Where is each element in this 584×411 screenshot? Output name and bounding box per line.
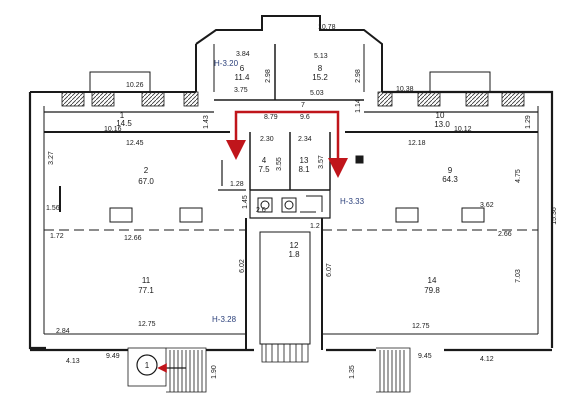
wc-fixtures bbox=[257, 195, 323, 213]
level-top-left: Н-3.20 bbox=[214, 59, 239, 68]
dimension-labels: 10.78 3.84 5.13 2.98 2.98 3.75 5.03 10.2… bbox=[46, 24, 558, 379]
room-14-num: 14 bbox=[428, 276, 437, 285]
stair-mark: 1 bbox=[145, 361, 150, 370]
dim-266: 2.66 bbox=[498, 231, 512, 238]
dim-190: 1.90 bbox=[211, 365, 218, 379]
room-6-area: 11.4 bbox=[235, 73, 251, 82]
dim-949: 9.49 bbox=[106, 353, 120, 360]
dim-1266: 12.66 bbox=[124, 235, 142, 242]
dim-26: 2.6 bbox=[256, 207, 266, 214]
outer-walls bbox=[28, 15, 554, 352]
room-13-num: 13 bbox=[300, 156, 309, 165]
interior-walls bbox=[44, 44, 538, 350]
room-11-num: 11 bbox=[142, 276, 151, 285]
dim-1275b: 12.75 bbox=[412, 323, 430, 330]
dim-1245: 12.45 bbox=[126, 140, 144, 147]
dim-945: 9.45 bbox=[418, 353, 432, 360]
dim-129: 1.29 bbox=[525, 115, 532, 129]
dim-327: 3.27 bbox=[48, 151, 55, 165]
dim-12: 1.2 bbox=[310, 223, 320, 230]
top-projections bbox=[89, 71, 491, 92]
dim-412: 4.12 bbox=[480, 356, 494, 363]
room-11-area: 77.1 bbox=[138, 286, 154, 295]
dim-1016: 10.16 bbox=[104, 126, 122, 133]
stairs-left bbox=[127, 347, 207, 393]
dim-284: 2.84 bbox=[56, 328, 70, 335]
dim-172: 1.72 bbox=[50, 233, 64, 240]
dim-298b: 2.98 bbox=[355, 69, 362, 83]
dim-362: 3.62 bbox=[480, 202, 494, 209]
dim-135: 1.35 bbox=[349, 365, 356, 379]
pier-boxes bbox=[109, 155, 485, 223]
level-marks: Н-3.20 Н-3.33 Н-3.28 bbox=[212, 59, 365, 324]
room-4-num: 4 bbox=[262, 156, 267, 165]
dim-234: 2.34 bbox=[298, 136, 312, 143]
dim-128: 1.28 bbox=[230, 181, 244, 188]
dim-413: 4.13 bbox=[66, 358, 80, 365]
dim-1038: 10.38 bbox=[396, 86, 414, 93]
dim-357: 3.57 bbox=[318, 155, 325, 169]
room-2-num: 2 bbox=[144, 166, 149, 175]
stairs-right bbox=[376, 347, 411, 393]
dim-156: 1.56 bbox=[46, 205, 60, 212]
route-arrows bbox=[226, 110, 348, 178]
room-6-num: 6 bbox=[240, 64, 245, 73]
dim-96: 9.6 bbox=[300, 114, 310, 121]
dim-375: 3.75 bbox=[234, 87, 248, 94]
room-10-num: 10 bbox=[436, 111, 445, 120]
dim-384: 3.84 bbox=[236, 51, 250, 58]
dim-703: 7.03 bbox=[515, 269, 522, 283]
room-labels: 1 14.5 2 67.0 4 7.5 6 11.4 7 8 15.2 9 64… bbox=[116, 64, 458, 370]
room-12-area: 1.8 bbox=[288, 250, 300, 259]
stairs-middle bbox=[261, 343, 309, 363]
room-4-area: 7.5 bbox=[258, 165, 270, 174]
room-8-area: 15.2 bbox=[312, 73, 328, 82]
dim-355: 3.55 bbox=[276, 157, 283, 171]
room-1-num: 1 bbox=[120, 111, 125, 120]
dim-1536: 15.36 bbox=[551, 207, 558, 225]
dim-1078: 10.78 bbox=[318, 24, 336, 31]
dim-298a: 2.98 bbox=[265, 69, 272, 83]
room-2-area: 67.0 bbox=[138, 177, 154, 186]
room-7-num: 7 bbox=[301, 102, 305, 109]
hatched-piers bbox=[61, 91, 525, 107]
room-10-area: 13.0 bbox=[434, 120, 450, 129]
dim-607: 6.07 bbox=[326, 263, 333, 277]
dim-1275a: 12.75 bbox=[138, 321, 156, 328]
room-1-area: 14.5 bbox=[116, 119, 132, 128]
room-14-area: 79.8 bbox=[424, 286, 440, 295]
dim-1026: 10.26 bbox=[126, 82, 144, 89]
dim-602: 6.02 bbox=[239, 259, 246, 273]
level-bottom-left: Н-3.28 bbox=[212, 315, 237, 324]
room-9-num: 9 bbox=[448, 166, 453, 175]
dim-1012: 10.12 bbox=[454, 126, 472, 133]
dim-475: 4.75 bbox=[515, 169, 522, 183]
room-13-area: 8.1 bbox=[298, 165, 310, 174]
room-8-num: 8 bbox=[318, 64, 323, 73]
dim-114: 1.14 bbox=[355, 99, 362, 113]
level-middle-right: Н-3.33 bbox=[340, 197, 365, 206]
dim-143: 1.43 bbox=[203, 115, 210, 129]
dim-513: 5.13 bbox=[314, 53, 328, 60]
dim-230: 2.30 bbox=[260, 136, 274, 143]
dim-879: 8.79 bbox=[264, 114, 278, 121]
room-12-num: 12 bbox=[290, 241, 299, 250]
room-9-area: 64.3 bbox=[442, 175, 458, 184]
dim-145: 1.45 bbox=[242, 195, 249, 209]
dim-503: 5.03 bbox=[310, 90, 324, 97]
dim-1218: 12.18 bbox=[408, 140, 426, 147]
